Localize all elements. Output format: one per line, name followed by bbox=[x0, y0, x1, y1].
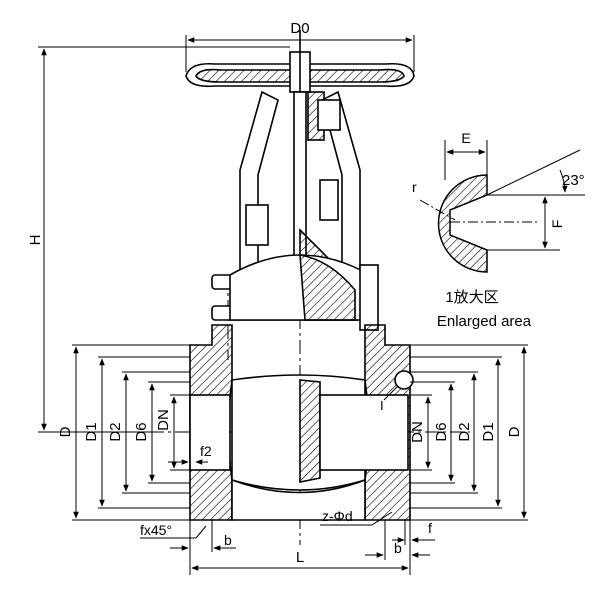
bolt-holes-label: z-Φd bbox=[322, 508, 353, 524]
b-left-label: b bbox=[224, 532, 232, 548]
d2-left-label: D2 bbox=[107, 422, 124, 441]
l-label: L bbox=[296, 549, 304, 566]
d0-label: D0 bbox=[290, 20, 309, 37]
dimension-lines bbox=[38, 35, 528, 575]
d6-left-label: D6 bbox=[133, 422, 150, 441]
d-left-label: D bbox=[57, 426, 74, 437]
dn-right-label: DN bbox=[409, 421, 426, 443]
b-right-label: b bbox=[394, 540, 402, 556]
detail-caption-en: Enlarged area bbox=[437, 313, 532, 330]
f-detail-label: F bbox=[549, 220, 565, 229]
enlarged-detail bbox=[419, 140, 585, 273]
angle-label: 23° bbox=[562, 172, 585, 189]
d1-left-label: D1 bbox=[83, 422, 100, 441]
dn-left-label: DN bbox=[155, 409, 172, 431]
h-label: H bbox=[27, 235, 44, 246]
ref-i-label: I bbox=[380, 398, 384, 413]
f-right-label: f bbox=[428, 520, 432, 536]
detail-caption-cn: 1放大区 bbox=[445, 289, 498, 306]
d-right-label: D bbox=[506, 426, 523, 437]
handwheel bbox=[185, 30, 415, 95]
d2-right-label: D2 bbox=[456, 422, 473, 441]
e-label: E bbox=[461, 130, 470, 146]
d6-right-label: D6 bbox=[433, 422, 450, 441]
r-label: r bbox=[412, 179, 417, 195]
bonnet bbox=[211, 254, 379, 331]
d1-right-label: D1 bbox=[480, 422, 497, 441]
f2-label: f2 bbox=[200, 443, 212, 459]
chamfer-label: fx45° bbox=[140, 522, 172, 538]
valve-body bbox=[189, 324, 414, 521]
